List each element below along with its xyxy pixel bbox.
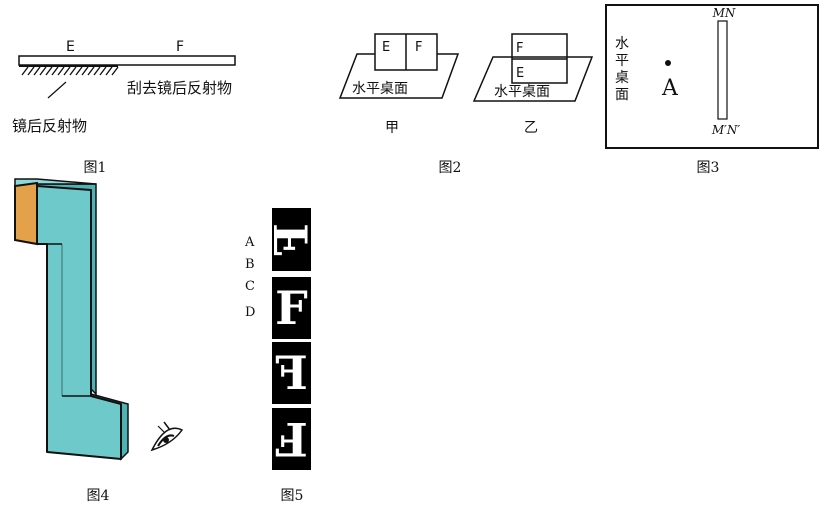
table-char-3: 桌 — [615, 70, 629, 86]
hatch-line — [99, 66, 107, 76]
label-m-prime-n-prime: M′N′ — [711, 123, 741, 137]
hatch-line — [33, 66, 41, 76]
hatch-line — [87, 66, 95, 76]
tile-1-glyph: F — [265, 223, 319, 256]
figure-2-yi: F E 水平桌面 乙 — [472, 33, 594, 136]
hatch-line — [63, 66, 71, 76]
hatch-line — [111, 66, 119, 76]
caption-fig2: 图2 — [439, 160, 462, 176]
point-a-dot — [665, 60, 671, 66]
tile-2 — [272, 277, 311, 339]
jia-label-e: E — [382, 40, 390, 55]
tile-1 — [272, 208, 311, 271]
yi-table-label: 水平桌面 — [494, 84, 550, 100]
periscope-front-face — [36, 185, 122, 460]
option-a: A — [244, 235, 255, 250]
hatch-line — [51, 66, 59, 76]
figure-2: E F 水平桌面 甲 F E 水平桌面 乙 图2 — [338, 33, 594, 176]
option-d: D — [245, 305, 255, 320]
hatch-line — [27, 66, 35, 76]
label-mn: MN — [712, 6, 736, 20]
tile-4 — [272, 408, 311, 470]
label-backing: 镜后反射物 — [12, 117, 87, 135]
hatch-line — [93, 66, 101, 76]
figure-2-jia: E F 水平桌面 甲 — [338, 33, 460, 136]
hatch-line — [57, 66, 65, 76]
tile-2-glyph: F — [275, 281, 308, 335]
mirror-strip — [18, 55, 236, 66]
hatch-line — [69, 66, 77, 76]
periscope-top-face — [14, 178, 97, 187]
caption-fig3: 图3 — [697, 160, 720, 176]
hatch-line — [45, 66, 53, 76]
jia-table-label: 水平桌面 — [352, 81, 408, 97]
tile-3 — [272, 342, 311, 404]
hatch-line — [21, 66, 29, 76]
option-b: B — [245, 257, 255, 272]
table-char-4: 面 — [615, 87, 629, 103]
label-f: F — [176, 39, 184, 55]
table-top-view — [605, 4, 819, 149]
table-char-2: 平 — [615, 53, 629, 69]
table-yi — [472, 56, 594, 102]
figure-5: A B C D F F F F 图5 — [244, 208, 319, 504]
figure-3: MN M′N′ A 水 平 桌 面 图3 — [605, 4, 819, 176]
caption-fig1: 图1 — [84, 160, 107, 176]
tile-4-glyph: F — [275, 412, 308, 466]
hatch-line — [75, 66, 83, 76]
figure-4: 图4 — [14, 178, 184, 504]
eye-icon — [150, 421, 184, 452]
hatch-line — [39, 66, 47, 76]
hatch-line — [81, 66, 89, 76]
label-e: E — [66, 39, 75, 55]
hatch-line — [105, 66, 113, 76]
periscope-top-opening — [14, 181, 38, 246]
label-a: A — [661, 76, 679, 101]
caption-fig4: 图4 — [87, 488, 110, 504]
yi-label-f: F — [516, 41, 523, 56]
glass-plate — [717, 20, 728, 120]
option-c: C — [245, 279, 255, 294]
jia-caption: 甲 — [385, 120, 399, 136]
table-char-1: 水 — [615, 36, 629, 52]
yi-label-e: E — [516, 66, 524, 81]
caption-fig5: 图5 — [281, 488, 304, 504]
label-scraped: 刮去镜后反射物 — [127, 79, 232, 97]
tile-3-glyph: F — [275, 346, 308, 400]
backing-pointer — [47, 81, 67, 99]
figure-1: E F 刮去镜后反射物 镜后反射物 图1 — [12, 39, 236, 176]
yi-caption: 乙 — [524, 120, 538, 136]
backing-hatching — [21, 66, 119, 76]
jia-label-f: F — [415, 40, 422, 55]
